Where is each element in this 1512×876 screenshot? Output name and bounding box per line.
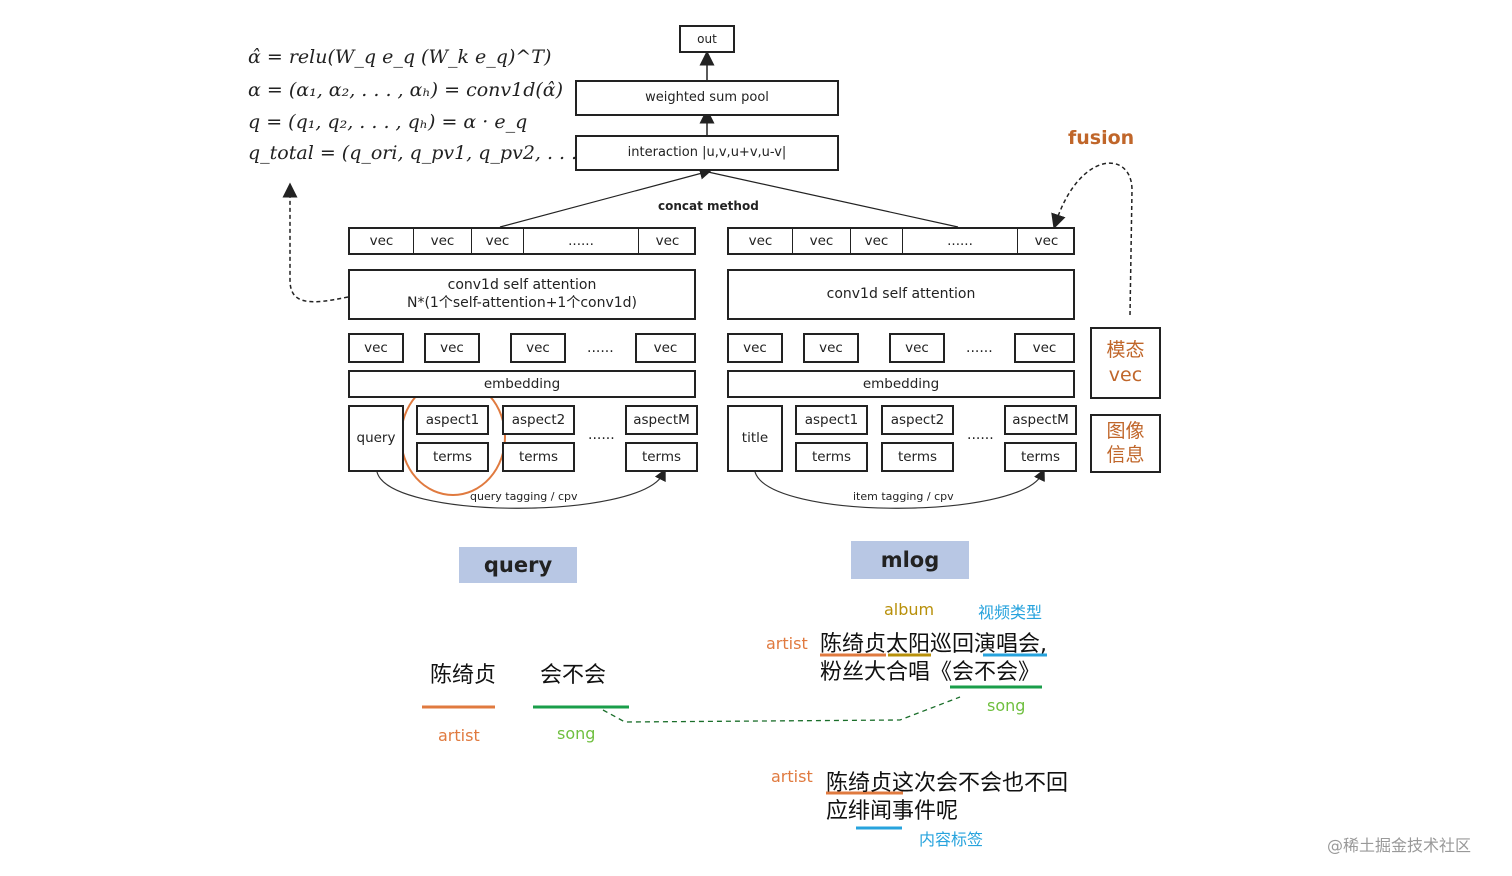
left-vec-cell: vec <box>472 229 524 253</box>
left-vec-box: vec <box>510 333 566 363</box>
query-section-label: query <box>459 547 577 583</box>
right-embedding-box: embedding <box>727 370 1075 398</box>
mlog2-tag-artist: artist <box>771 767 813 786</box>
query-tagging-label: query tagging / cpv <box>470 490 578 503</box>
left-vec-dots: ...... <box>524 229 639 253</box>
mlog-title-line1: 陈绮贞太阳巡回演唱会, <box>820 632 1047 657</box>
right-vec-dots: ...... <box>903 229 1018 253</box>
concat-line-right <box>707 171 959 228</box>
right-vec-cell: vec <box>793 229 851 253</box>
right-vec-box: vec <box>803 333 859 363</box>
left-vec-cell: vec <box>655 232 680 249</box>
mlog-tag-artist: artist <box>766 634 808 653</box>
left-aspectM-box: aspectM <box>625 405 698 435</box>
right-terms2-box: terms <box>881 442 954 472</box>
title-input-box: title <box>727 405 783 472</box>
formula-alpha: α = (α₁, α₂, . . . , αₕ) = conv1d(α̂) <box>248 79 564 101</box>
left-attention-line1: conv1d self attention <box>447 277 597 293</box>
left-terms1-box: terms <box>416 442 489 472</box>
right-aspect1-box: aspect1 <box>795 405 868 435</box>
weighted-sum-pool-box: weighted sum pool <box>575 80 839 116</box>
concat-line-left <box>499 167 712 228</box>
right-aspectM-box: aspectM <box>1004 405 1077 435</box>
dashed-arrow-attention-to-formula <box>282 182 349 303</box>
left-vec-box: vec <box>348 333 404 363</box>
left-aspect-dots: ...... <box>588 427 615 443</box>
mlog2-title-line2: 应绯闻事件呢 <box>826 799 959 824</box>
right-vec-box: vec <box>889 333 945 363</box>
query-input-box: query <box>348 405 404 472</box>
out-box: out <box>679 25 735 53</box>
left-terms2-box: terms <box>502 442 575 472</box>
mlog-title-line2: 粉丝大合唱《会不会》 <box>820 660 1041 685</box>
image-line1: 图像 <box>1106 419 1145 442</box>
watermark-text: @稀土掘金技术社区 <box>1327 836 1472 855</box>
right-aspect2-box: aspect2 <box>881 405 954 435</box>
mlog-tag-album: album <box>884 600 935 619</box>
query-word-song: 会不会 <box>540 663 607 688</box>
item-tagging-curve <box>754 468 1045 509</box>
query-tagging-curve <box>376 468 666 509</box>
mlog-tag-song: song <box>987 696 1026 715</box>
left-termsM-box: terms <box>625 442 698 472</box>
right-vec-dots2: ...... <box>966 340 993 356</box>
modal-line2: vec <box>1108 364 1143 386</box>
formula-q-total: q_total = (q_ori, q_pv1, q_pv2, . . . ) <box>248 142 591 164</box>
query-word-artist: 陈绮贞 <box>430 663 497 688</box>
right-vec-box: vec <box>1014 333 1075 363</box>
right-attention-box: conv1d self attention <box>727 269 1075 320</box>
mlog-tag-video-type: 视频类型 <box>978 603 1043 622</box>
right-vec-box: vec <box>727 333 783 363</box>
left-vec-cell: vec <box>414 229 472 253</box>
query-tag-song: song <box>557 724 596 743</box>
right-vec-cell: vec <box>729 229 793 253</box>
dashed-song-link <box>602 696 961 723</box>
concat-method-label: concat method <box>658 199 759 213</box>
right-vec-cell: vec <box>851 229 903 253</box>
right-terms1-box: terms <box>795 442 868 472</box>
image-line2: 信息 <box>1106 443 1145 466</box>
modal-line1: 模态 <box>1106 339 1145 362</box>
left-vec-box: vec <box>424 333 480 363</box>
modal-vec-box: 模态 vec <box>1090 327 1161 399</box>
left-embedding-box: embedding <box>348 370 696 398</box>
left-vec-row: vec vec vec ...... vec <box>348 227 696 255</box>
mlog2-title-line1: 陈绮贞这次会不会也不回 <box>826 771 1069 796</box>
left-aspect1-box: aspect1 <box>416 405 489 435</box>
item-tagging-label: item tagging / cpv <box>853 490 954 503</box>
right-aspect-dots: ...... <box>967 427 994 443</box>
query-tag-artist: artist <box>438 726 480 745</box>
mlog2-tag-content: 内容标签 <box>919 830 984 849</box>
left-vec-box: vec <box>635 333 696 363</box>
interaction-box: interaction |u,v,u+v,u-v| <box>575 135 839 171</box>
left-attention-box: conv1d self attention N*(1个self-attentio… <box>348 269 696 320</box>
formula-alpha-hat: α̂ = relu(W_q e_q (W_k e_q)^T) <box>248 46 552 68</box>
right-vec-cell: vec <box>1034 232 1059 249</box>
image-info-box: 图像 信息 <box>1090 414 1161 473</box>
left-vec-cell: vec <box>350 229 414 253</box>
left-aspect2-box: aspect2 <box>502 405 575 435</box>
right-vec-row: vec vec vec ...... vec <box>727 227 1075 255</box>
right-termsM-box: terms <box>1004 442 1077 472</box>
formula-q: q = (q₁, q₂, . . . , qₕ) = α · e_q <box>248 111 528 133</box>
mlog-section-label: mlog <box>851 541 969 579</box>
left-attention-line2: N*(1个self-attention+1个conv1d) <box>406 294 638 311</box>
left-vec-dots2: ...... <box>587 340 614 356</box>
fusion-label: fusion <box>1068 127 1135 149</box>
